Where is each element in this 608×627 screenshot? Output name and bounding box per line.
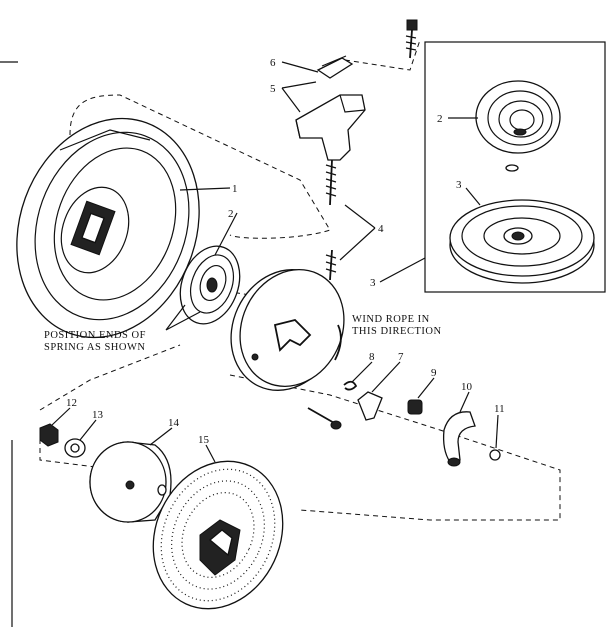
- assembly-guide-upper: [69, 94, 331, 239]
- assembly-guide-lower: [39, 344, 561, 521]
- callout-1: 1: [232, 183, 238, 195]
- callout-9: 9: [431, 367, 437, 379]
- spring-note-line2: SPRING AS SHOWN: [44, 342, 145, 353]
- callout-11: 11: [494, 403, 505, 415]
- pin-part: [407, 399, 423, 415]
- callout-2-inset: 2: [437, 113, 443, 125]
- callout-3-inset: 3: [456, 179, 462, 191]
- callout-7: 7: [398, 351, 404, 363]
- callout-14: 14: [168, 417, 180, 429]
- starter-rope-part: [325, 159, 337, 281]
- nut-part: [39, 423, 59, 447]
- washer-part: [64, 438, 86, 458]
- pawl-spring-part: [343, 380, 358, 391]
- callout-12: 12: [66, 397, 77, 409]
- screen-part: [152, 460, 284, 610]
- pawl-part: [357, 391, 383, 421]
- callout-6: 6: [270, 57, 276, 69]
- callout-2-spring: 2: [228, 208, 234, 220]
- callout-15: 15: [198, 434, 210, 446]
- rewind-spring-part: [179, 245, 241, 325]
- inset-frame: [424, 41, 606, 293]
- inset-pulley-part: [449, 199, 595, 284]
- inset-spring-part: [475, 80, 561, 172]
- callout-8: 8: [369, 351, 375, 363]
- handle-insert-part: [316, 55, 354, 79]
- rope-note-line1: WIND ROPE IN: [352, 314, 430, 325]
- callout-13: 13: [92, 409, 104, 421]
- top-screw-part: [405, 19, 418, 59]
- leader-lines: [51, 61, 499, 463]
- brake-part: [442, 411, 476, 467]
- spring-note-line1: POSITION ENDS OF: [44, 330, 146, 341]
- callout-4: 4: [378, 223, 384, 235]
- clip-part: [489, 449, 501, 461]
- pulley-part: [230, 269, 345, 391]
- rope-note-line2: THIS DIRECTION: [352, 326, 442, 337]
- pawl-screw-part: [307, 407, 342, 430]
- assembly-guide-right: [344, 39, 421, 71]
- callout-10: 10: [461, 381, 473, 393]
- callout-3-pulley: 3: [370, 277, 376, 289]
- starter-handle-part: [295, 94, 366, 161]
- housing-part: [16, 117, 200, 339]
- starter-cup-part: [89, 441, 172, 523]
- callout-5: 5: [270, 83, 276, 95]
